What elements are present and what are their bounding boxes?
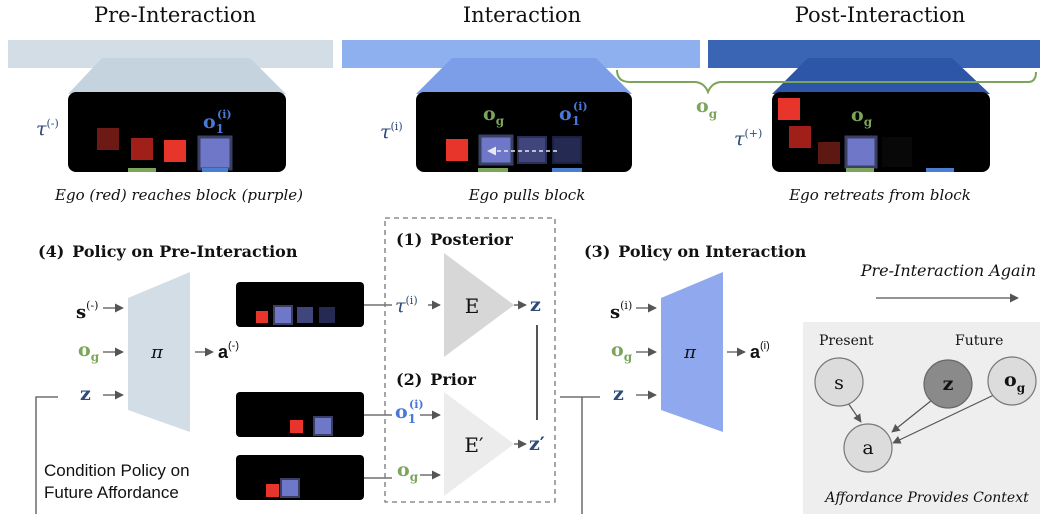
svg-text:og: og <box>1004 369 1026 395</box>
og-brace-label: og <box>696 95 718 121</box>
posterior-encoder-triangle <box>444 253 514 357</box>
tau-i-label: τ(i) <box>380 120 403 143</box>
z-conditioning-line-right <box>560 396 600 514</box>
condition-text-line2: Future Affordance <box>44 483 179 502</box>
og-encoder-input: og <box>397 459 419 484</box>
svg-text:z: z <box>943 373 954 395</box>
og-brace <box>616 69 1037 95</box>
phase-title-interaction: Interaction <box>463 3 581 27</box>
svg-text:s: s <box>834 372 844 394</box>
section-3-title: (3)Policy on Interaction <box>584 242 807 261</box>
o1-label-int: o1(i) <box>559 100 588 128</box>
graph-present-label: Present <box>819 333 874 349</box>
phase-title-pre: Pre-Interaction <box>94 3 256 27</box>
o1-label-pre: o1(i) <box>203 108 232 136</box>
s-minus-input: s(-) <box>76 299 98 323</box>
z-posterior-output: z <box>530 294 541 316</box>
z-input-int: z <box>613 383 624 405</box>
graph-caption: Affordance Provides Context <box>823 490 1029 506</box>
prior-encoder-triangle <box>444 392 514 496</box>
z-prime-prior-output: z′ <box>529 433 545 455</box>
o1-encoder-input: o1(i) <box>395 398 424 426</box>
pi-label-int: π <box>683 342 697 363</box>
z-input-pre: z <box>80 383 91 405</box>
section-4-title: (4)Policy on Pre-Interaction <box>38 242 298 261</box>
svg-text:a: a <box>862 437 873 459</box>
prior-encoder-label: E′ <box>464 433 484 457</box>
graph-node-s: s <box>814 357 864 407</box>
graph-future-label: Future <box>955 333 1003 349</box>
policy-pre-trapezoid <box>128 272 190 432</box>
section-2-title: (2)Prior <box>396 370 476 389</box>
interaction-panel: og o1(i) τ(i) <box>380 58 632 172</box>
pre-interaction-again-label: Pre-Interaction Again <box>860 261 1036 280</box>
graph-node-og: og <box>987 356 1037 406</box>
o1-frame-thumbnail <box>236 392 364 437</box>
condition-text-line1: Condition Policy on <box>44 461 190 480</box>
og-input-int: og <box>611 339 633 364</box>
caption-post: Ego retreats from block <box>788 186 971 204</box>
encoder-dashed-box <box>384 217 556 503</box>
s-i-input: s(i) <box>610 299 632 323</box>
tau-plus-label: τ(+) <box>734 127 762 150</box>
z-conditioning-line-left <box>35 396 58 514</box>
graph-node-z: z <box>923 359 973 409</box>
tau-minus-label: τ(-) <box>36 117 59 140</box>
post-interaction-panel: og τ(+) <box>734 58 990 172</box>
a-i-output: a(i) <box>750 340 770 362</box>
og-input-pre: og <box>78 339 100 364</box>
section-1-title: (1)Posterior <box>396 230 513 249</box>
pi-label-pre: π <box>150 342 164 363</box>
og-label-post: og <box>851 104 873 129</box>
og-label-int: og <box>483 103 505 128</box>
policy-int-trapezoid <box>661 272 723 432</box>
graphical-model-panel <box>803 322 1040 514</box>
og-frame-thumbnail <box>236 455 364 500</box>
a-minus-output: a(-) <box>218 340 239 362</box>
caption-pre: Ego (red) reaches block (purple) <box>54 186 303 204</box>
posterior-encoder-label: E <box>465 294 480 318</box>
caption-interaction: Ego pulls block <box>468 186 586 204</box>
phase-title-post: Post-Interaction <box>795 3 966 27</box>
tau-frame-thumbnail <box>236 282 364 327</box>
tau-i-encoder-input: τ(i) <box>395 294 418 317</box>
pre-interaction-panel: o1(i) τ(-) <box>36 58 286 172</box>
graph-node-a: a <box>843 423 893 473</box>
